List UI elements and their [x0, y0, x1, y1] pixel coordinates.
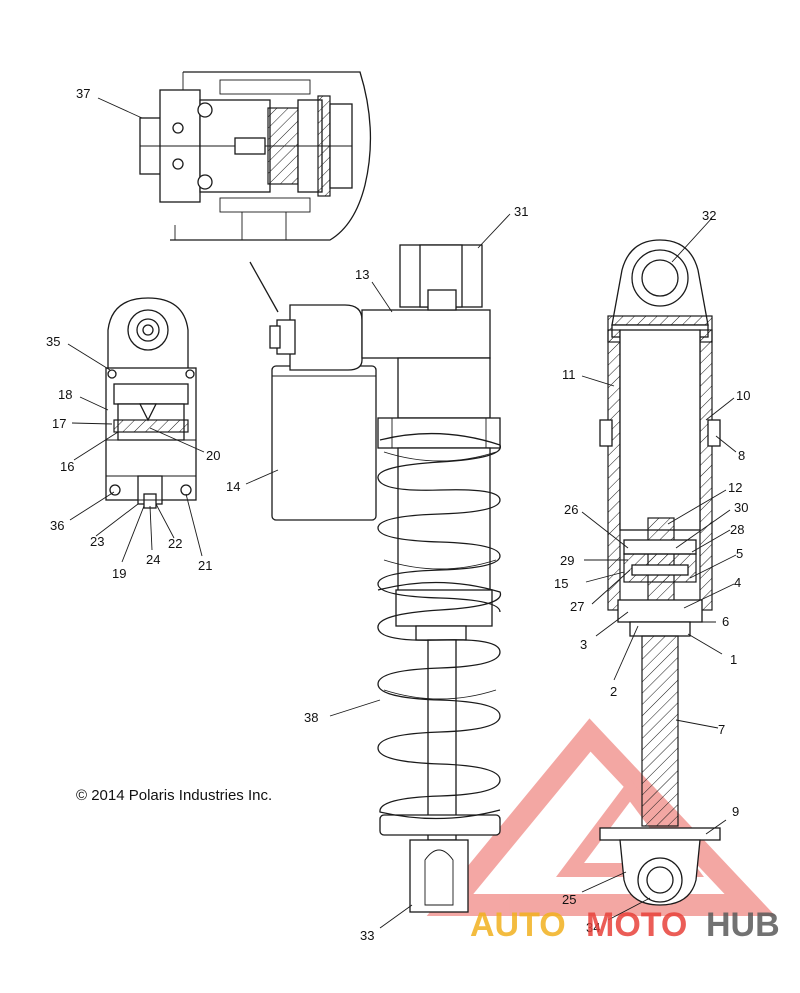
leader-lines [67, 97, 737, 929]
callout-9: 9 [732, 804, 739, 819]
callout-34: 34 [586, 920, 600, 935]
callout-13: 13 [355, 267, 369, 282]
watermark-word-hub: HUB [706, 906, 780, 944]
callout-29: 29 [560, 553, 574, 568]
callout-7: 7 [718, 722, 725, 737]
callout-15: 15 [554, 576, 568, 591]
watermark-word-moto: MOTO [586, 906, 687, 944]
callout-12: 12 [728, 480, 742, 495]
callout-28: 28 [730, 522, 744, 537]
callout-36: 36 [50, 518, 64, 533]
callout-25: 25 [562, 892, 576, 907]
callout-31: 31 [514, 204, 528, 219]
callout-16: 16 [60, 459, 74, 474]
watermark-text: AUTO MOTO HUB [470, 906, 780, 944]
callout-30: 30 [734, 500, 748, 515]
callout-1: 1 [730, 652, 737, 667]
coil-spring-38 [377, 432, 502, 820]
callout-5: 5 [736, 546, 743, 561]
copyright-notice: © 2014 Polaris Industries Inc. [76, 787, 272, 804]
callout-33: 33 [360, 928, 374, 943]
callout-8: 8 [738, 448, 745, 463]
callout-11: 11 [562, 367, 576, 382]
callout-17: 17 [52, 416, 66, 431]
callout-37: 37 [76, 86, 90, 101]
detail-connector-line [249, 261, 279, 313]
callout-19: 19 [112, 566, 126, 581]
reservoir-cutaway [105, 297, 197, 509]
callout-23: 23 [90, 534, 104, 549]
callout-labels: 37 35 18 17 16 20 36 23 19 24 22 21 14 1… [46, 86, 750, 943]
callout-27: 27 [570, 599, 584, 614]
callout-10: 10 [736, 388, 750, 403]
callout-3: 3 [580, 637, 587, 652]
callout-6: 6 [722, 614, 729, 629]
callout-35: 35 [46, 334, 60, 349]
callout-24: 24 [146, 552, 160, 567]
callout-4: 4 [734, 575, 741, 590]
callout-22: 22 [168, 536, 182, 551]
callout-20: 20 [206, 448, 220, 463]
callout-2: 2 [610, 684, 617, 699]
reservoir-canister [269, 304, 377, 521]
callout-21: 21 [198, 558, 212, 573]
shock-body-center [361, 244, 501, 913]
callout-26: 26 [564, 502, 578, 517]
callout-18: 18 [58, 387, 72, 402]
watermark-word-auto: AUTO [470, 906, 566, 944]
callout-38: 38 [304, 710, 318, 725]
callout-32: 32 [702, 208, 716, 223]
detail-37-valve-cutaway [139, 71, 372, 241]
shock-body-cutaway [599, 239, 721, 906]
callout-14: 14 [226, 479, 240, 494]
